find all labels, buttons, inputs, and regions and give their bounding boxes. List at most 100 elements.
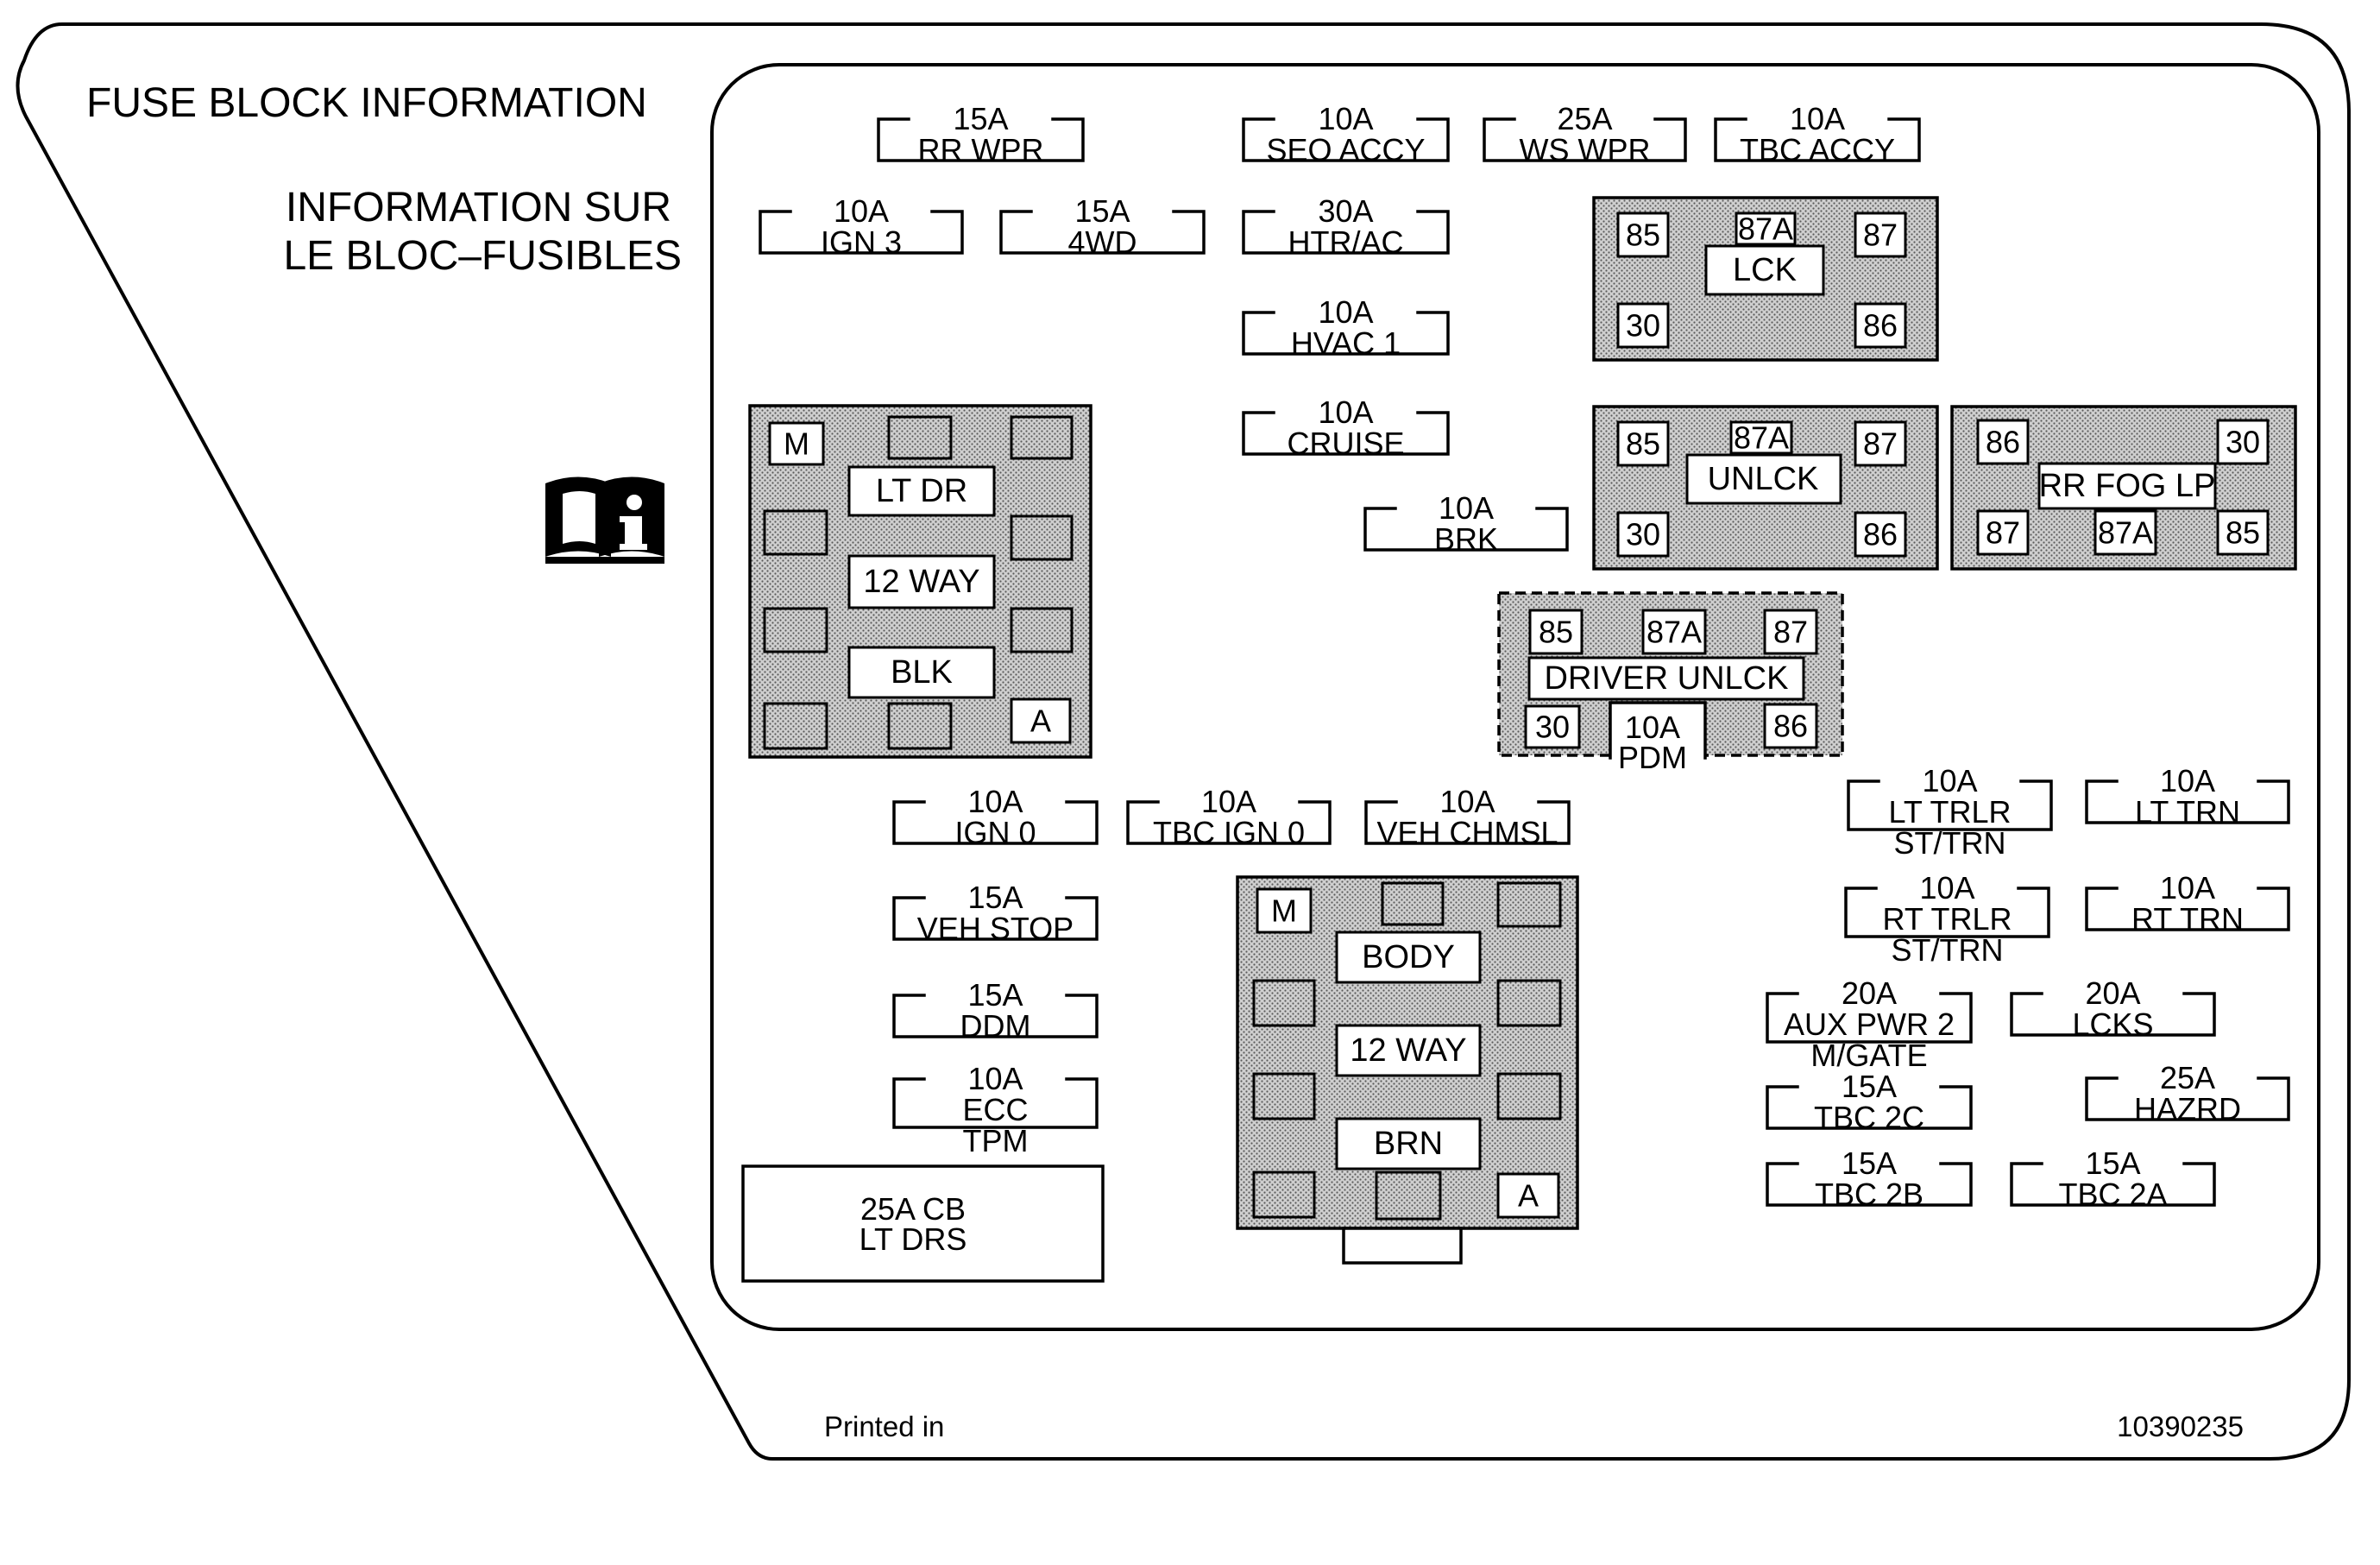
circuit-breaker-lt-drs: 25A CB LT DRS bbox=[741, 1164, 1105, 1283]
fuse-rating: 15A bbox=[1074, 193, 1130, 229]
connector-pin-label: A bbox=[1030, 704, 1051, 739]
connector-body: M BODY 12 WAY BRN A bbox=[1236, 875, 1579, 1265]
relay-pin-label: 87 bbox=[1986, 515, 2020, 551]
fuse-outline bbox=[1242, 411, 1450, 456]
relay-pin bbox=[2216, 509, 2270, 556]
connector-label: 12 WAY bbox=[1350, 1032, 1466, 1069]
fuse-outline bbox=[877, 117, 1085, 162]
fuse-rating: 15A bbox=[1842, 1069, 1897, 1104]
relay-label: LCK bbox=[1733, 252, 1797, 288]
fuse-rating: 10A bbox=[1318, 394, 1373, 430]
connector-pin bbox=[763, 702, 828, 750]
fuse-panel bbox=[710, 63, 2320, 1331]
fuse-rating: 10A bbox=[1439, 784, 1495, 819]
connector-label: LT DR bbox=[876, 473, 967, 509]
relay-pin-label: 30 bbox=[1626, 517, 1660, 552]
fuse-outline bbox=[1242, 117, 1450, 162]
fuse-label: TBC 2C bbox=[1814, 1100, 1924, 1135]
relay-pin bbox=[1763, 609, 1818, 655]
fuse-outline bbox=[1364, 800, 1571, 845]
relay-pin-label: 30 bbox=[1626, 308, 1660, 344]
fuse-outline bbox=[2085, 1076, 2290, 1121]
connector-pin bbox=[1252, 1171, 1316, 1219]
fuse-label: TBC ACCY bbox=[1740, 132, 1895, 167]
connector-label: BLK bbox=[891, 654, 953, 691]
connector-pin bbox=[1375, 1171, 1442, 1221]
relay-pin bbox=[1729, 420, 1793, 455]
pdm-bracket bbox=[1609, 701, 1707, 760]
label-outline bbox=[16, 22, 2351, 1461]
connector-pin bbox=[1496, 1072, 1562, 1120]
relay-pin-label: 85 bbox=[2226, 515, 2260, 551]
fuse-label: CRUISE bbox=[1287, 426, 1404, 461]
connector-label-box bbox=[847, 465, 996, 517]
fuse-rating: 15A bbox=[1842, 1145, 1897, 1181]
fuse-label: BRK bbox=[1434, 521, 1498, 557]
pdm-amp: 10A bbox=[1625, 710, 1680, 745]
fuse-label: VEH STOP bbox=[917, 911, 1074, 946]
connector-pin bbox=[1496, 881, 1562, 928]
fuse-label: LT TRN bbox=[2135, 794, 2240, 830]
fuse-rating: 10A bbox=[967, 784, 1023, 819]
connector-pin bbox=[1010, 697, 1072, 744]
fuse-outline bbox=[1363, 507, 1569, 552]
fuse-rating: 10A bbox=[967, 1061, 1023, 1096]
relay-driver-unlck: 85 87A 87 DRIVER UNLCK 30 86 10A PDM bbox=[1497, 591, 1844, 775]
relay-rr-fog-lp: 86 30 RR FOG LP 87 87A 85 bbox=[1950, 405, 2297, 571]
page-title: FUSE BLOCK INFORMATION bbox=[86, 80, 647, 126]
fuse-outline bbox=[1714, 117, 1921, 162]
relay-pin bbox=[1763, 703, 1818, 749]
connector-pin bbox=[763, 607, 828, 653]
fuse-rating: 20A bbox=[2085, 975, 2140, 1011]
fuse-label: HVAC 1 bbox=[1291, 325, 1401, 361]
relay-pin bbox=[1854, 211, 1907, 258]
relay-pin bbox=[1854, 302, 1907, 349]
fuse-label: TPM bbox=[963, 1123, 1029, 1158]
connector-label-box bbox=[1335, 931, 1482, 984]
relay-pin bbox=[1616, 420, 1670, 467]
relay-pin-label: 86 bbox=[1773, 709, 1808, 744]
fuse-rating: 10A bbox=[2160, 870, 2215, 906]
fuse-rating: 10A bbox=[1318, 294, 1373, 330]
fuse-rating: 10A bbox=[1201, 784, 1256, 819]
connector-label-box bbox=[1335, 1024, 1482, 1077]
relay-pin-label: 87 bbox=[1863, 218, 1898, 253]
fuse-label: HTR/AC bbox=[1288, 224, 1404, 260]
fuse-outline bbox=[999, 210, 1206, 255]
connector-label-box bbox=[847, 554, 996, 609]
fuse-outline bbox=[892, 1077, 1099, 1129]
fuse-label: LCKS bbox=[2072, 1007, 2153, 1042]
fuse-outline bbox=[892, 994, 1099, 1038]
relay-pin-label: 85 bbox=[1626, 218, 1660, 253]
connector-pin bbox=[1252, 979, 1316, 1027]
relay-pin bbox=[1735, 211, 1797, 246]
connector-pin bbox=[887, 415, 953, 460]
fuse-outline bbox=[2010, 1162, 2216, 1207]
fuse-outline bbox=[1242, 210, 1450, 255]
relay-pin bbox=[1524, 704, 1581, 749]
fuse-rating: 10A bbox=[834, 193, 889, 229]
fuse-rating: 30A bbox=[1318, 193, 1373, 229]
relay-pin-label: 87A bbox=[1738, 211, 1793, 247]
connector-label-box bbox=[847, 646, 996, 699]
fuse-label: WS WPR bbox=[1520, 132, 1651, 167]
connector-label: BRN bbox=[1374, 1126, 1443, 1162]
cb-label: LT DRS bbox=[859, 1221, 967, 1257]
fuse-rating: 10A bbox=[1318, 101, 1373, 136]
fuse-label: VEH CHMSL bbox=[1376, 815, 1558, 850]
fuse-label: 4WD bbox=[1068, 224, 1137, 260]
relay-pin bbox=[1854, 511, 1907, 558]
